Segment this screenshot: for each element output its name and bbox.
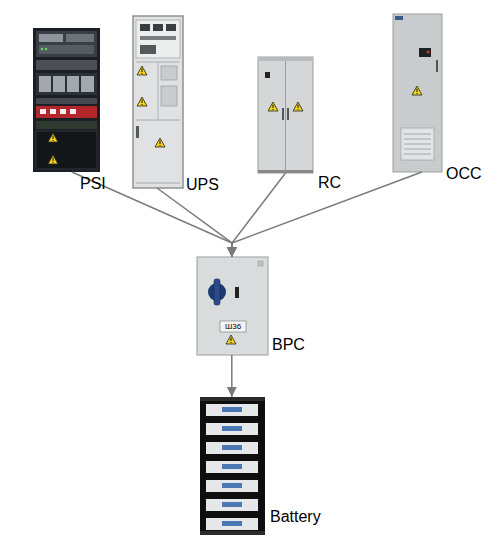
connector-line [232,173,286,257]
bpc-enclosure [197,257,268,355]
connector [157,188,237,257]
node-label: BPC [272,337,305,353]
connector [227,172,422,257]
arrow-head [227,247,237,257]
battery-rack [200,397,265,535]
arrow-head [227,247,237,257]
occ-cabinet [393,14,442,172]
node-label: UPS [186,177,219,193]
plate-label: Ш36 [225,323,241,331]
battery-node: Battery [200,397,265,535]
connector [227,355,237,397]
connector-line [232,172,422,257]
arrow-head [227,247,237,257]
connector [72,172,237,257]
psi-cabinet-node: PSI [33,28,100,172]
rc-cabinet [258,57,313,173]
connector [227,173,286,257]
connector-line [72,172,232,257]
node-label: OCC [446,166,482,182]
psi-cabinet [33,28,100,172]
node-label: PSI [80,176,106,192]
occ-cabinet-node: OCC [393,14,442,172]
rc-cabinet-node: RC [258,57,313,173]
ups-cabinet [133,16,183,188]
node-label: RC [318,175,341,191]
arrow-head [227,387,237,397]
ups-cabinet-node: UPS [133,16,183,188]
bpc-enclosure-node: BPCШ36 [197,257,268,355]
arrow-head [227,247,237,257]
connector-line [157,188,232,257]
node-label: Battery [270,509,321,525]
